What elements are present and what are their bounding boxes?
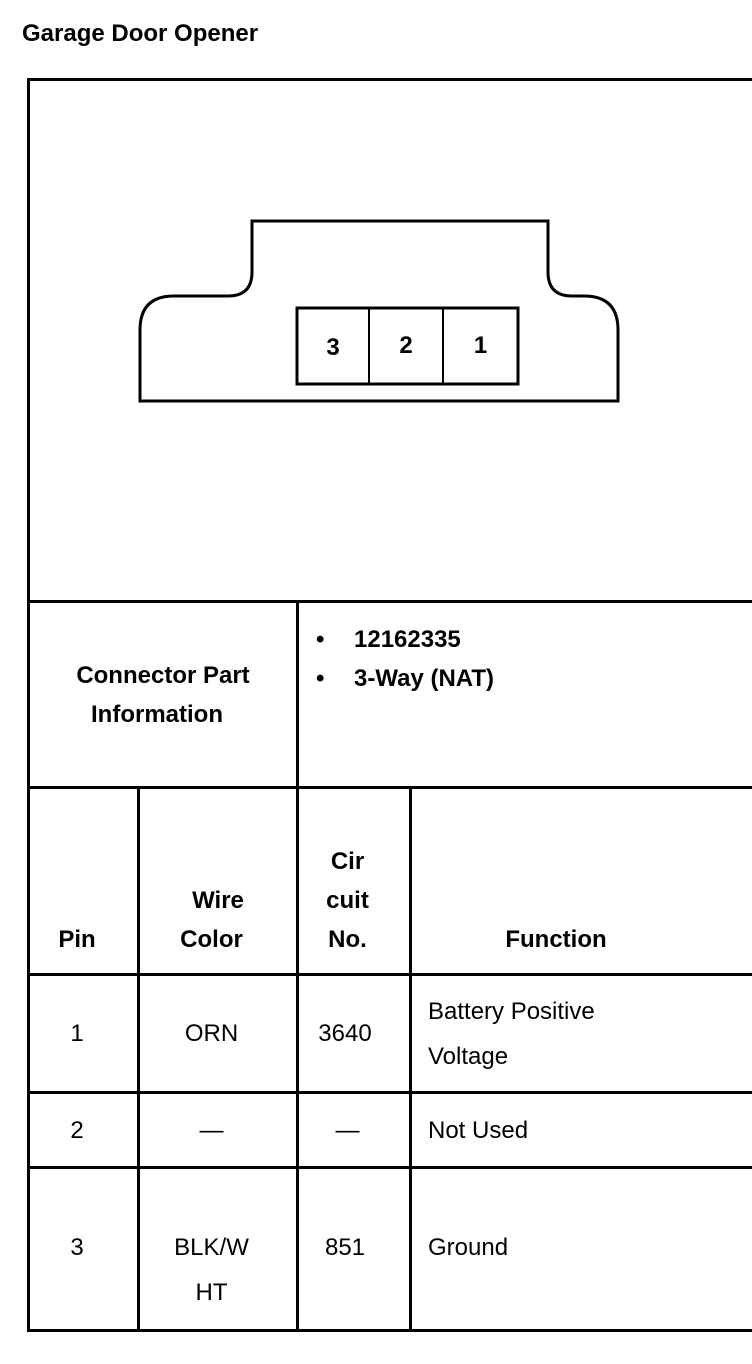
column-divider (296, 786, 299, 1332)
column-divider (296, 600, 299, 789)
connector-table-frame (27, 78, 752, 1332)
connector-cavity-block (295, 306, 520, 386)
column-divider (137, 786, 140, 1332)
row-divider (27, 1166, 752, 1169)
function-cell: Not Used (428, 1117, 529, 1144)
wire-color-cell: — (199, 1117, 224, 1144)
circuit-cell: — (335, 1117, 360, 1144)
connector-info-list: •12162335 •3-Way (NAT) (316, 620, 494, 698)
column-divider (409, 786, 412, 1332)
wire-color-cell: BLK/W (174, 1234, 249, 1261)
row-divider (27, 786, 752, 789)
pin-cell: 2 (70, 1117, 84, 1144)
header-circuit-no: cuit (326, 887, 369, 914)
connector-type: 3-Way (NAT) (354, 664, 494, 692)
header-pin: Pin (58, 926, 96, 953)
header-wire-color: Wire (192, 887, 244, 914)
header-function: Function (505, 926, 607, 953)
list-item: •12162335 (316, 625, 461, 653)
part-number: 12162335 (354, 625, 461, 653)
page-title: Garage Door Opener (22, 20, 259, 47)
row-divider (27, 1091, 752, 1094)
wire-color-cell: HT (195, 1279, 228, 1306)
list-item: •3-Way (NAT) (316, 664, 494, 692)
connector-info-label: Information (91, 701, 223, 728)
header-wire-color: Color (180, 926, 243, 953)
header-circuit-no: Cir (330, 848, 365, 875)
function-cell: Voltage (428, 1043, 509, 1070)
row-divider (27, 973, 752, 976)
row-divider (27, 600, 752, 603)
pin-cell: 3 (70, 1234, 84, 1261)
header-circuit-no: No. (328, 926, 367, 953)
wire-color-cell: ORN (184, 1020, 239, 1047)
function-cell: Battery Positive (428, 998, 595, 1025)
cavity-label-3: 3 (326, 334, 340, 361)
connector-housing-outline (138, 219, 620, 403)
connector-info-label: Connector Part (76, 662, 250, 689)
pin-cell: 1 (70, 1020, 84, 1047)
function-cell: Ground (428, 1234, 509, 1261)
cavity-label-1: 1 (473, 332, 488, 359)
circuit-cell: 851 (324, 1234, 366, 1261)
circuit-cell: 3640 (318, 1020, 372, 1047)
cavity-label-2: 2 (399, 332, 413, 359)
